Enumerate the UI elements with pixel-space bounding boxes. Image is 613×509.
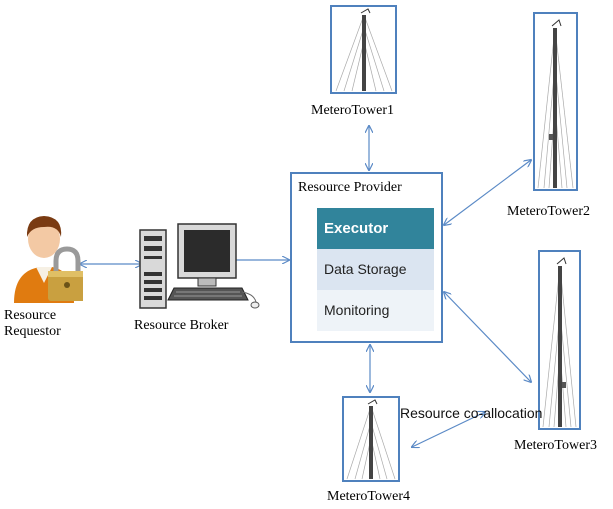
arrow-coallocation: [412, 412, 485, 447]
coallocation-label: Resource co-allocation: [400, 405, 543, 421]
tower1-label: MeteroTower1: [311, 103, 394, 118]
tower-icon: [335, 8, 393, 92]
broker-label: Resource Broker: [134, 318, 229, 333]
tower4-label: MeteroTower4: [327, 489, 410, 504]
tower3-image: [538, 250, 581, 430]
computer-icon: [139, 223, 260, 309]
tower2-image: [533, 12, 578, 191]
monitoring-box: Monitoring: [317, 290, 434, 331]
requestor-label: Resource Requestor: [4, 308, 61, 339]
arrow-provider-tower2: [444, 160, 531, 225]
user-lock-icon: [14, 216, 83, 303]
executor-box: Executor: [317, 208, 434, 249]
tower-icon: [346, 399, 396, 480]
tower-icon: [537, 19, 574, 189]
tower1-image: [330, 5, 397, 94]
tower-icon: [542, 257, 577, 428]
data-storage-box: Data Storage: [317, 249, 434, 290]
tower3-label: MeteroTower3: [514, 438, 597, 453]
arrow-provider-tower3: [444, 292, 531, 382]
tower4-image: [342, 396, 400, 482]
resource-provider: Resource Provider Executor Data Storage …: [290, 172, 443, 343]
tower2-label: MeteroTower2: [507, 204, 590, 219]
provider-title: Resource Provider: [298, 180, 402, 195]
